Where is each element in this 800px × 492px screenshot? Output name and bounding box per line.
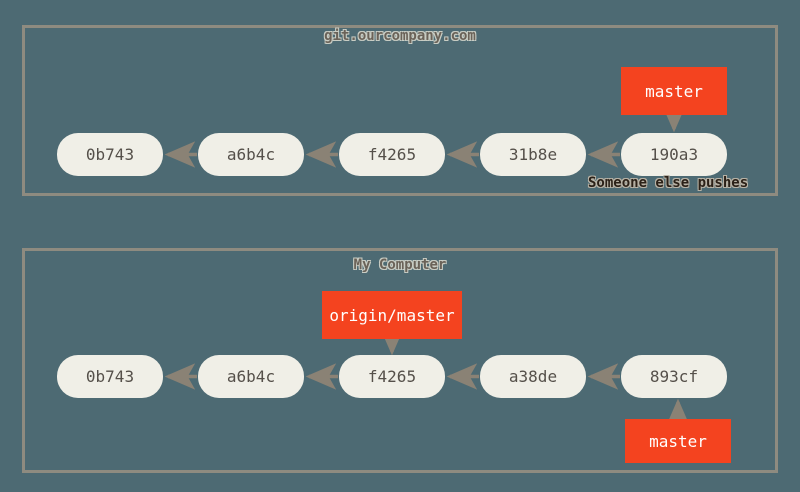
commit-node[interactable]: 0b743: [57, 355, 163, 398]
commit-node[interactable]: a6b4c: [198, 133, 304, 176]
commit-node[interactable]: a6b4c: [198, 355, 304, 398]
commit-node[interactable]: a38de: [480, 355, 586, 398]
commit-node[interactable]: 31b8e: [480, 133, 586, 176]
annotation-someone-else-pushes: Someone else pushes: [588, 175, 749, 191]
branch-label-master-remote[interactable]: master: [621, 67, 727, 115]
branch-label-master-local[interactable]: master: [625, 419, 731, 463]
panel-remote-server: [22, 25, 778, 196]
commit-node[interactable]: f4265: [339, 355, 445, 398]
commit-node[interactable]: 190a3: [621, 133, 727, 176]
branch-label-origin-master[interactable]: origin/master: [322, 291, 462, 339]
panel-my-computer: [22, 248, 778, 473]
commit-node[interactable]: 0b743: [57, 133, 163, 176]
commit-node[interactable]: 893cf: [621, 355, 727, 398]
commit-node[interactable]: f4265: [339, 133, 445, 176]
